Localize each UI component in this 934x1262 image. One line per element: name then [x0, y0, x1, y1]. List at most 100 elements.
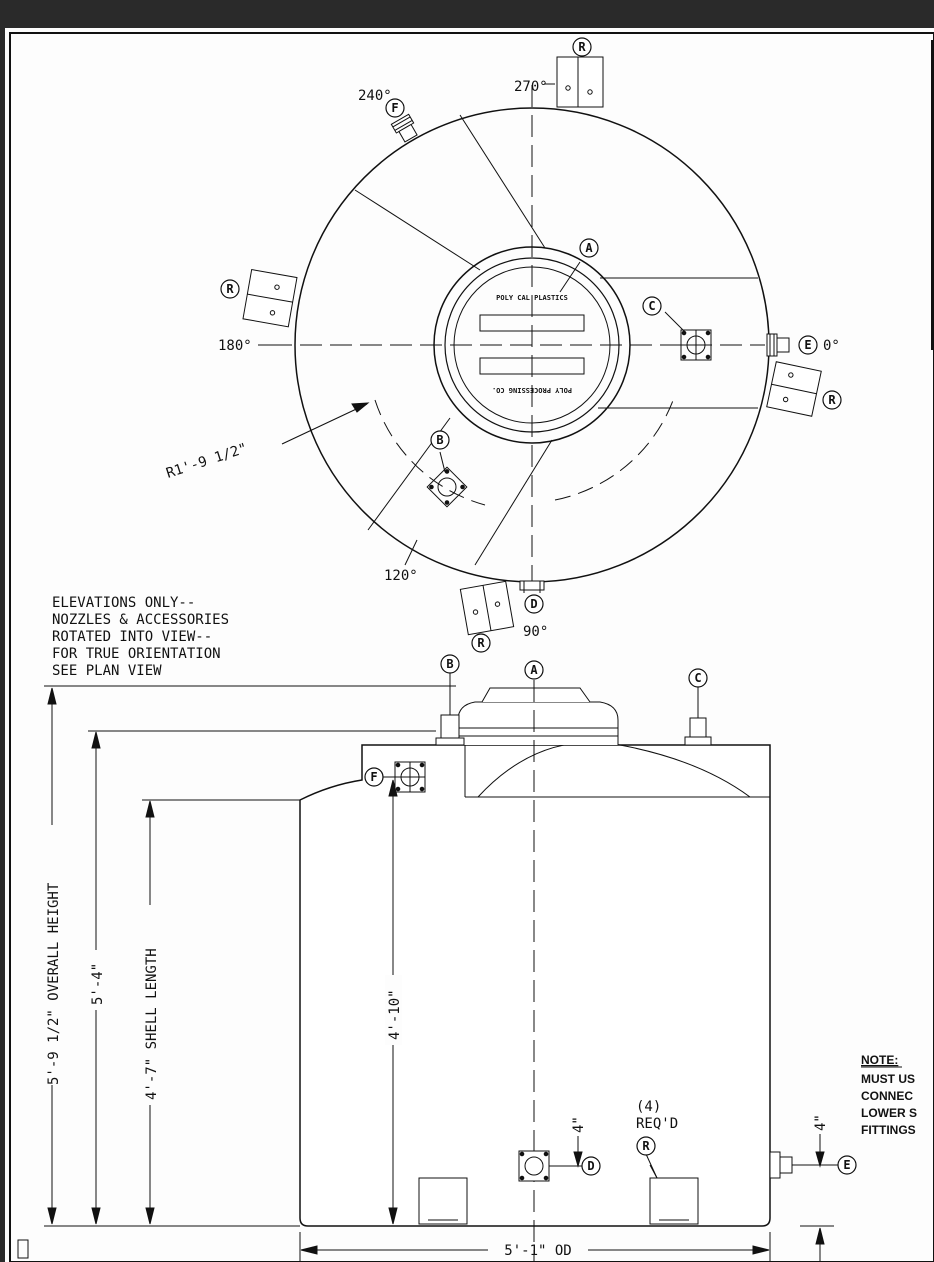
radius-arc-right: [554, 394, 676, 501]
angle-180-label: 180°: [218, 338, 252, 354]
restraint-bracket-90: [459, 580, 515, 636]
radius-leader: [281, 403, 368, 445]
height-4-10-label: 4'-10": [387, 989, 403, 1040]
callout-r-270-text: R: [578, 40, 586, 54]
callout-e-plan-text: E: [804, 338, 811, 352]
angle-120-label: 120°: [384, 568, 418, 584]
arrow: [145, 800, 155, 818]
nozzle-c-flange: [680, 329, 712, 361]
callout-f-plan: [385, 98, 405, 118]
leader-a-plan: [559, 261, 581, 293]
nozzle-f-elevation: [384, 761, 426, 793]
side-note-line-3: LOWER S: [861, 1106, 917, 1120]
manway-ring-mid: [444, 257, 620, 433]
callout-r-elev-text: R: [642, 1139, 650, 1153]
angle-0-label: 0°: [823, 338, 840, 354]
manway-lid: [453, 266, 611, 424]
arrow: [388, 779, 398, 797]
rib-line: [354, 189, 481, 271]
rib-line: [474, 439, 553, 566]
nozzle-d-plan: [519, 580, 545, 593]
callout-d-plan-text: D: [530, 597, 537, 611]
callout-r-0: [822, 390, 842, 410]
callout-c-elev-text: C: [694, 671, 701, 685]
arrow: [573, 1151, 583, 1168]
restraint-bracket-elevation-right: [649, 1164, 699, 1225]
elevation-note-line-3: ROTATED INTO VIEW--: [52, 629, 212, 645]
radius-arrowhead: [351, 402, 370, 413]
angle-270-label: 270°: [514, 79, 548, 95]
radius-arc: [374, 399, 486, 506]
elevation-note-line-1: ELEVATIONS ONLY--: [52, 595, 195, 611]
elevation-view: [44, 672, 838, 1262]
callout-d-elev-text: D: [587, 1159, 594, 1173]
callout-r-270: [572, 37, 592, 57]
arrow: [300, 1245, 318, 1255]
callout-a-elev: [524, 660, 544, 680]
leader-c: [664, 311, 687, 334]
callout-e-plan: [798, 335, 818, 355]
manway-elevation: [457, 701, 619, 745]
dim-4-e-label: 4": [813, 1114, 829, 1131]
nozzle-f-plan: [390, 113, 418, 143]
arrow: [91, 731, 101, 749]
overall-height-label: 5'-9 1/2" OVERALL HEIGHT: [46, 882, 62, 1085]
callout-c-elev: [688, 668, 708, 688]
callout-d-elev: [581, 1156, 601, 1176]
callout-r-180: [220, 279, 240, 299]
shell-length-label: 4'-7" SHELL LENGTH: [144, 948, 160, 1100]
callout-b-elev-text: B: [446, 657, 453, 671]
req-text: REQ'D: [636, 1116, 678, 1132]
angle-90-label: 90°: [523, 624, 548, 640]
corner-mark: [17, 1239, 29, 1259]
lid-top-text: POLY CAL PLASTICS: [496, 294, 568, 302]
callout-b-plan-text: B: [436, 433, 443, 447]
arrow: [47, 1207, 57, 1225]
req-count: (4): [636, 1099, 661, 1115]
side-note-title: NOTE:: [861, 1053, 898, 1067]
arrow: [91, 1207, 101, 1225]
callout-a-elev-text: A: [530, 663, 538, 677]
arrow: [815, 1151, 825, 1168]
od-label: 5'-1" OD: [504, 1243, 571, 1259]
callout-e-elev: [837, 1155, 857, 1175]
height-5-4-label: 5'-4": [90, 963, 106, 1005]
callout-r-elev: [636, 1136, 656, 1156]
callout-c-plan: [642, 296, 662, 316]
manway-ring-outer: [433, 246, 631, 444]
callout-r-0-text: R: [828, 393, 836, 407]
nozzle-b-elevation: [435, 690, 465, 746]
nozzle-e-elevation: [769, 1151, 838, 1179]
restraint-bracket-270: [556, 56, 604, 108]
callout-c-plan-text: C: [648, 299, 655, 313]
dome-curve: [477, 741, 751, 798]
side-note-line-4: FITTINGS: [861, 1123, 916, 1137]
nozzle-e-plan: [766, 333, 790, 357]
callout-d-plan: [524, 594, 544, 614]
nozzle-d-elevation: [518, 1150, 582, 1182]
elevation-note-line-2: NOZZLES & ACCESSORIES: [52, 612, 229, 628]
callout-f-elev-text: F: [370, 770, 377, 784]
leader-r-elev: [645, 1153, 658, 1179]
arrow: [47, 687, 57, 705]
leader-120: [404, 539, 418, 566]
leader-b: [439, 451, 446, 473]
dim-4-d-label: 4": [571, 1116, 587, 1133]
restraint-bracket-elevation-left: [418, 1177, 468, 1225]
callout-b-elev: [440, 654, 460, 674]
arrow: [815, 1227, 825, 1245]
callout-a-plan-text: A: [585, 241, 593, 255]
callout-a-plan: [579, 238, 599, 258]
elevation-note-line-5: SEE PLAN VIEW: [52, 663, 162, 679]
manway-cap: [481, 687, 591, 703]
callout-f-elev: [364, 767, 384, 787]
drawing-border: [9, 32, 934, 1262]
arrow: [388, 1207, 398, 1225]
rib-line: [459, 114, 546, 249]
callout-r-90-text: R: [477, 636, 485, 650]
side-note-line-2: CONNEC: [861, 1089, 913, 1103]
angle-240-label: 240°: [358, 88, 392, 104]
callout-r-180-text: R: [226, 282, 234, 296]
elevation-note-line-4: FOR TRUE ORIENTATION: [52, 646, 221, 662]
nozzle-b-flange: [426, 466, 468, 508]
